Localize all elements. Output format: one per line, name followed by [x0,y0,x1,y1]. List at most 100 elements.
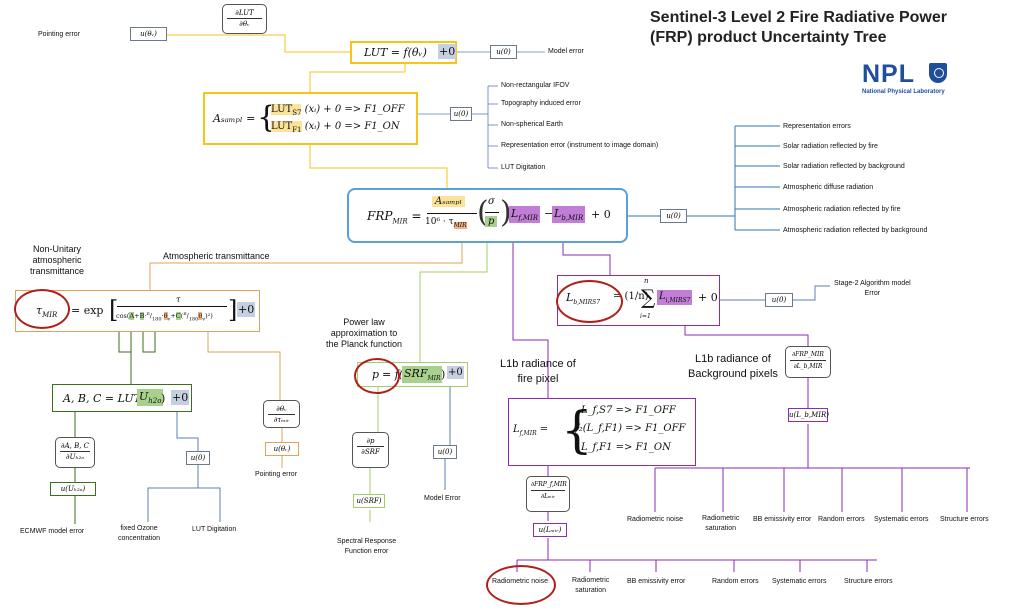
u-zero-stage2: u(0) [765,293,793,307]
abc-derivative-denominator: ∂Uₕ₂ₒ [65,453,85,461]
u-lmir: u(Lₘᵢᵣ) [533,523,567,537]
npl-logo-subtitle: National Physical Laboratory [862,89,945,95]
model-error-label: Model error [548,48,584,55]
lf-lhs: Lf,MIR = [513,424,549,437]
asampl-equation-box: Aₛₐₘₚₗ = { LUTS7 (xᵢ) + 0 => F1_OFF LUTF… [203,92,418,145]
u-theta-transmittance: u(θᵥ) [265,442,299,456]
frp-source-6: Atmospheric radiation reflected by backg… [783,227,928,234]
highlight-circle-radiometric-noise [486,565,556,605]
lut-derivative-node: ∂LUT ∂θᵥ [222,4,267,34]
lut-digitation-label-abc: LUT Digitation [192,526,237,533]
u-zero-asampl: u(0) [450,107,472,121]
bg-source-2: Radiometric saturation [702,515,740,532]
fire-source-5: Systematic errors [772,578,827,585]
bg-source-3: BB emissivity error [753,516,812,523]
lut-derivative-numerator: ∂LUT [227,8,262,19]
lf-brace: { [561,401,593,459]
lut-derivative-denominator: ∂θᵥ [239,20,250,28]
fire-pixel-note: L1b radiance of fire pixel [500,358,576,385]
title-line-2: (FRP) product Uncertainty Tree [650,29,887,46]
bg-source-4: Random errors [818,516,865,523]
tau-denominator: cos(A+B·π/180·θv+C(π/180θv)²) [116,311,213,323]
stage2-model-error-label: Stage-2 Algorithm model Error [834,280,911,297]
tau-plus-zero: +0 [237,302,256,317]
bg-source-5: Systematic errors [874,516,929,523]
lf-case-2: f₂(L_f,F1) => F1_OFF [575,423,686,434]
frp-sigma: σ [488,196,495,207]
theta-derivative-denominator: ∂τₘᵢᵣ [273,416,290,424]
lb-sum-bottom: i=1 [640,313,651,320]
asampl-source-2: Topography induced error [501,100,581,107]
frp-minus: − [544,207,554,220]
fire-source-6: Structure errors [844,578,893,585]
abc-derivative-node: ∂A, B, C ∂Uₕ₂ₒ [55,437,95,468]
lf-derivative-numerator: ∂FRP_f,MIR [531,480,567,491]
frp-sigma-bar [485,212,499,213]
tau-bracket-open: [ [109,296,119,324]
abc-close: ) [161,392,166,405]
abc-derivative-numerator: ∂A, B, C [60,442,90,452]
lf-case-1: L_f,S7 => F1_OFF [581,405,676,416]
asampl-source-1: Non-rectangular IFOV [501,82,570,89]
lf-derivative-denominator: ∂Lₘᵢᵣ [540,493,556,500]
frp-source-5: Atmospheric radiation reflected by fire [783,206,901,213]
fixed-ozone-label: fixed Ozone concentration [118,525,161,542]
p-plus-zero: +0 [447,366,464,379]
frp-source-2: Solar radiation reflected by fire [783,143,878,150]
frp-asampl: Aₛₐₘₚₗ [432,196,465,207]
asampl-source-5: LUT Digitation [501,164,546,171]
frp-lhs: FRPMIR = [367,209,422,226]
theta-derivative-node: ∂θᵥ ∂τₘᵢᵣ [263,400,300,428]
diagram-title: Sentinel-3 Level 2 Fire Radiative Power … [650,8,947,48]
lb-derivative-denominator: ∂L_b,MIR [793,363,823,370]
npl-logo: NPL [862,60,915,88]
planck-model-error-label: Model Error [424,495,461,502]
non-unitary-note: Non-Unitary atmospheric transmittance [30,244,85,276]
u-zero-abc: u(0) [186,451,210,465]
highlight-circle-p [354,358,400,394]
lf-equation-box: Lf,MIR = { L_f,S7 => F1_OFF f₂(L_f,F1) =… [508,398,696,466]
lb-derivative-numerator: ∂FRP_MIR [790,350,826,361]
lf-case-3: L_f,F1 => F1_ON [581,442,671,453]
u-lb: u(L_b,MIR) [788,408,829,422]
lut-equation: LUT = f(θᵥ) [364,46,427,59]
p-derivative-denominator: ∂SRF [361,448,380,456]
title-line-1: Sentinel-3 Level 2 Fire Radiative Power [650,9,947,26]
frp-source-3: Solar radiation reflected by background [783,163,905,170]
abc-plus-zero: +0 [171,390,190,405]
frp-lf: Lf,MIR [509,206,541,224]
abc-uh2o: Uh2o [137,389,164,407]
abc-eq: A, B, C = LUT(U [63,392,155,405]
frp-source-1: Representation errors [783,123,851,130]
lb-sum-top: n [644,277,649,285]
ecmwf-model-error-label: ECMWF model error [20,528,85,535]
u-h2o: u(Uₕ₂ₒ) [50,482,96,496]
fire-source-3: BB emissivity error [627,578,686,585]
tau-bracket-close: ] [228,296,238,324]
p-derivative-numerator: ∂p [357,436,384,447]
p-derivative-node: ∂p ∂SRF [352,432,389,468]
u-zero-model-error: u(0) [490,45,517,59]
u-zero-frp: u(0) [660,209,687,223]
lb-sigma: ∑ [641,285,656,309]
frp-p: p [485,216,498,227]
lf-derivative-node: ∂FRP_f,MIR ∂Lₘᵢᵣ [526,476,570,512]
frp-plus-zero: + 0 [591,208,611,221]
frp-denominator: 10⁶ · τMIR [425,217,467,229]
abc-equation-box: A, B, C = LUT(U Uh2o ) +0 [52,384,192,412]
frp-paren-open: ( [477,195,489,230]
highlight-circle-tau [14,289,70,329]
asampl-row-2-lut: LUTF1 [271,121,302,134]
frp-lb: Lb,MIR [552,206,586,224]
tau-numerator: τ [176,295,181,304]
frp-source-4: Atmospheric diffuse radiation [783,184,874,191]
background-pixels-note: L1b radiance of Background pixels [688,353,778,380]
tau-exp: = exp [71,304,104,317]
planck-note: Power law approximation to the Planck fu… [326,317,403,349]
fire-source-2: Radiometric saturation [572,577,610,594]
lb-eq: = (1/n) [613,291,649,302]
highlight-circle-lb [556,280,623,323]
bg-source-1: Radiometric noise [627,516,684,523]
p-srf-highlight: SRFMIR [402,366,443,384]
